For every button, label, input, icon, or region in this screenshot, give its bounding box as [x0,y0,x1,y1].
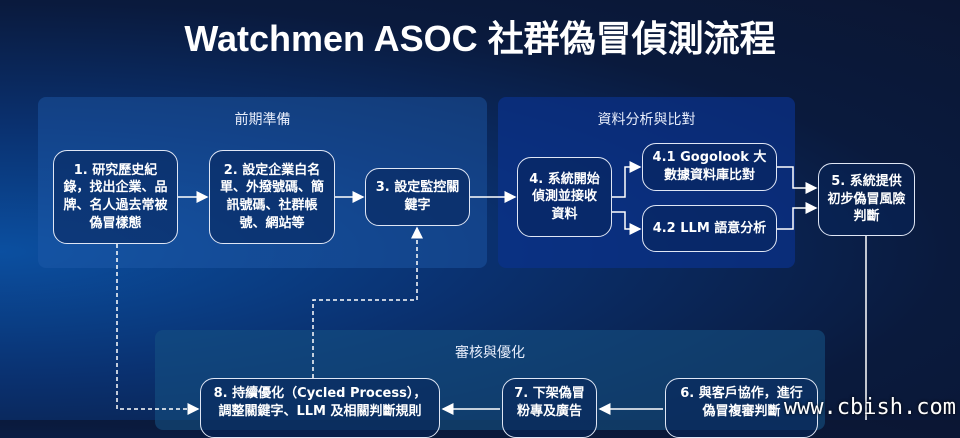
step-4-1-node: 4.1 Gogolook 大數據資料庫比對 [642,143,777,191]
group-label: 前期準備 [234,112,291,128]
step-4-node: 4. 系統開始偵測並接收資料 [517,157,612,237]
step-4-2-node: 4.2 LLM 語意分析 [642,205,777,252]
step-8-node: 8. 持續優化（Cycled Process），調整關鍵字、LLM 及相關判斷規… [200,378,440,438]
watermark: www.cbish.com [783,395,956,420]
connectors [116,161,818,415]
step-3-node: 3. 設定監控關鍵字 [365,168,470,226]
step-2-node: 2. 設定企業白名單、外撥號碼、簡訊號碼、社群帳號、網站等 [209,150,335,244]
step-5-node: 5. 系統提供初步偽冒風險判斷 [818,163,915,236]
step-7-node: 7. 下架偽冒粉專及廣告 [502,378,597,438]
dashed-8-3 [312,226,423,378]
arrow-41-5 [777,166,818,194]
group-label: 審核與優化 [455,345,525,361]
group-label: 資料分析與比對 [597,112,696,128]
step-1-node: 1. 研究歷史紀錄，找出企業、品牌、名人過去常被偽冒樣態 [53,150,178,244]
arrow-4-42 [612,211,642,235]
arrow-42-5 [777,202,818,230]
arrow-4-41 [612,161,642,198]
dashed-1-8 [116,244,200,415]
page-title: Watchmen ASOC 社群偽冒偵測流程 [184,18,776,59]
